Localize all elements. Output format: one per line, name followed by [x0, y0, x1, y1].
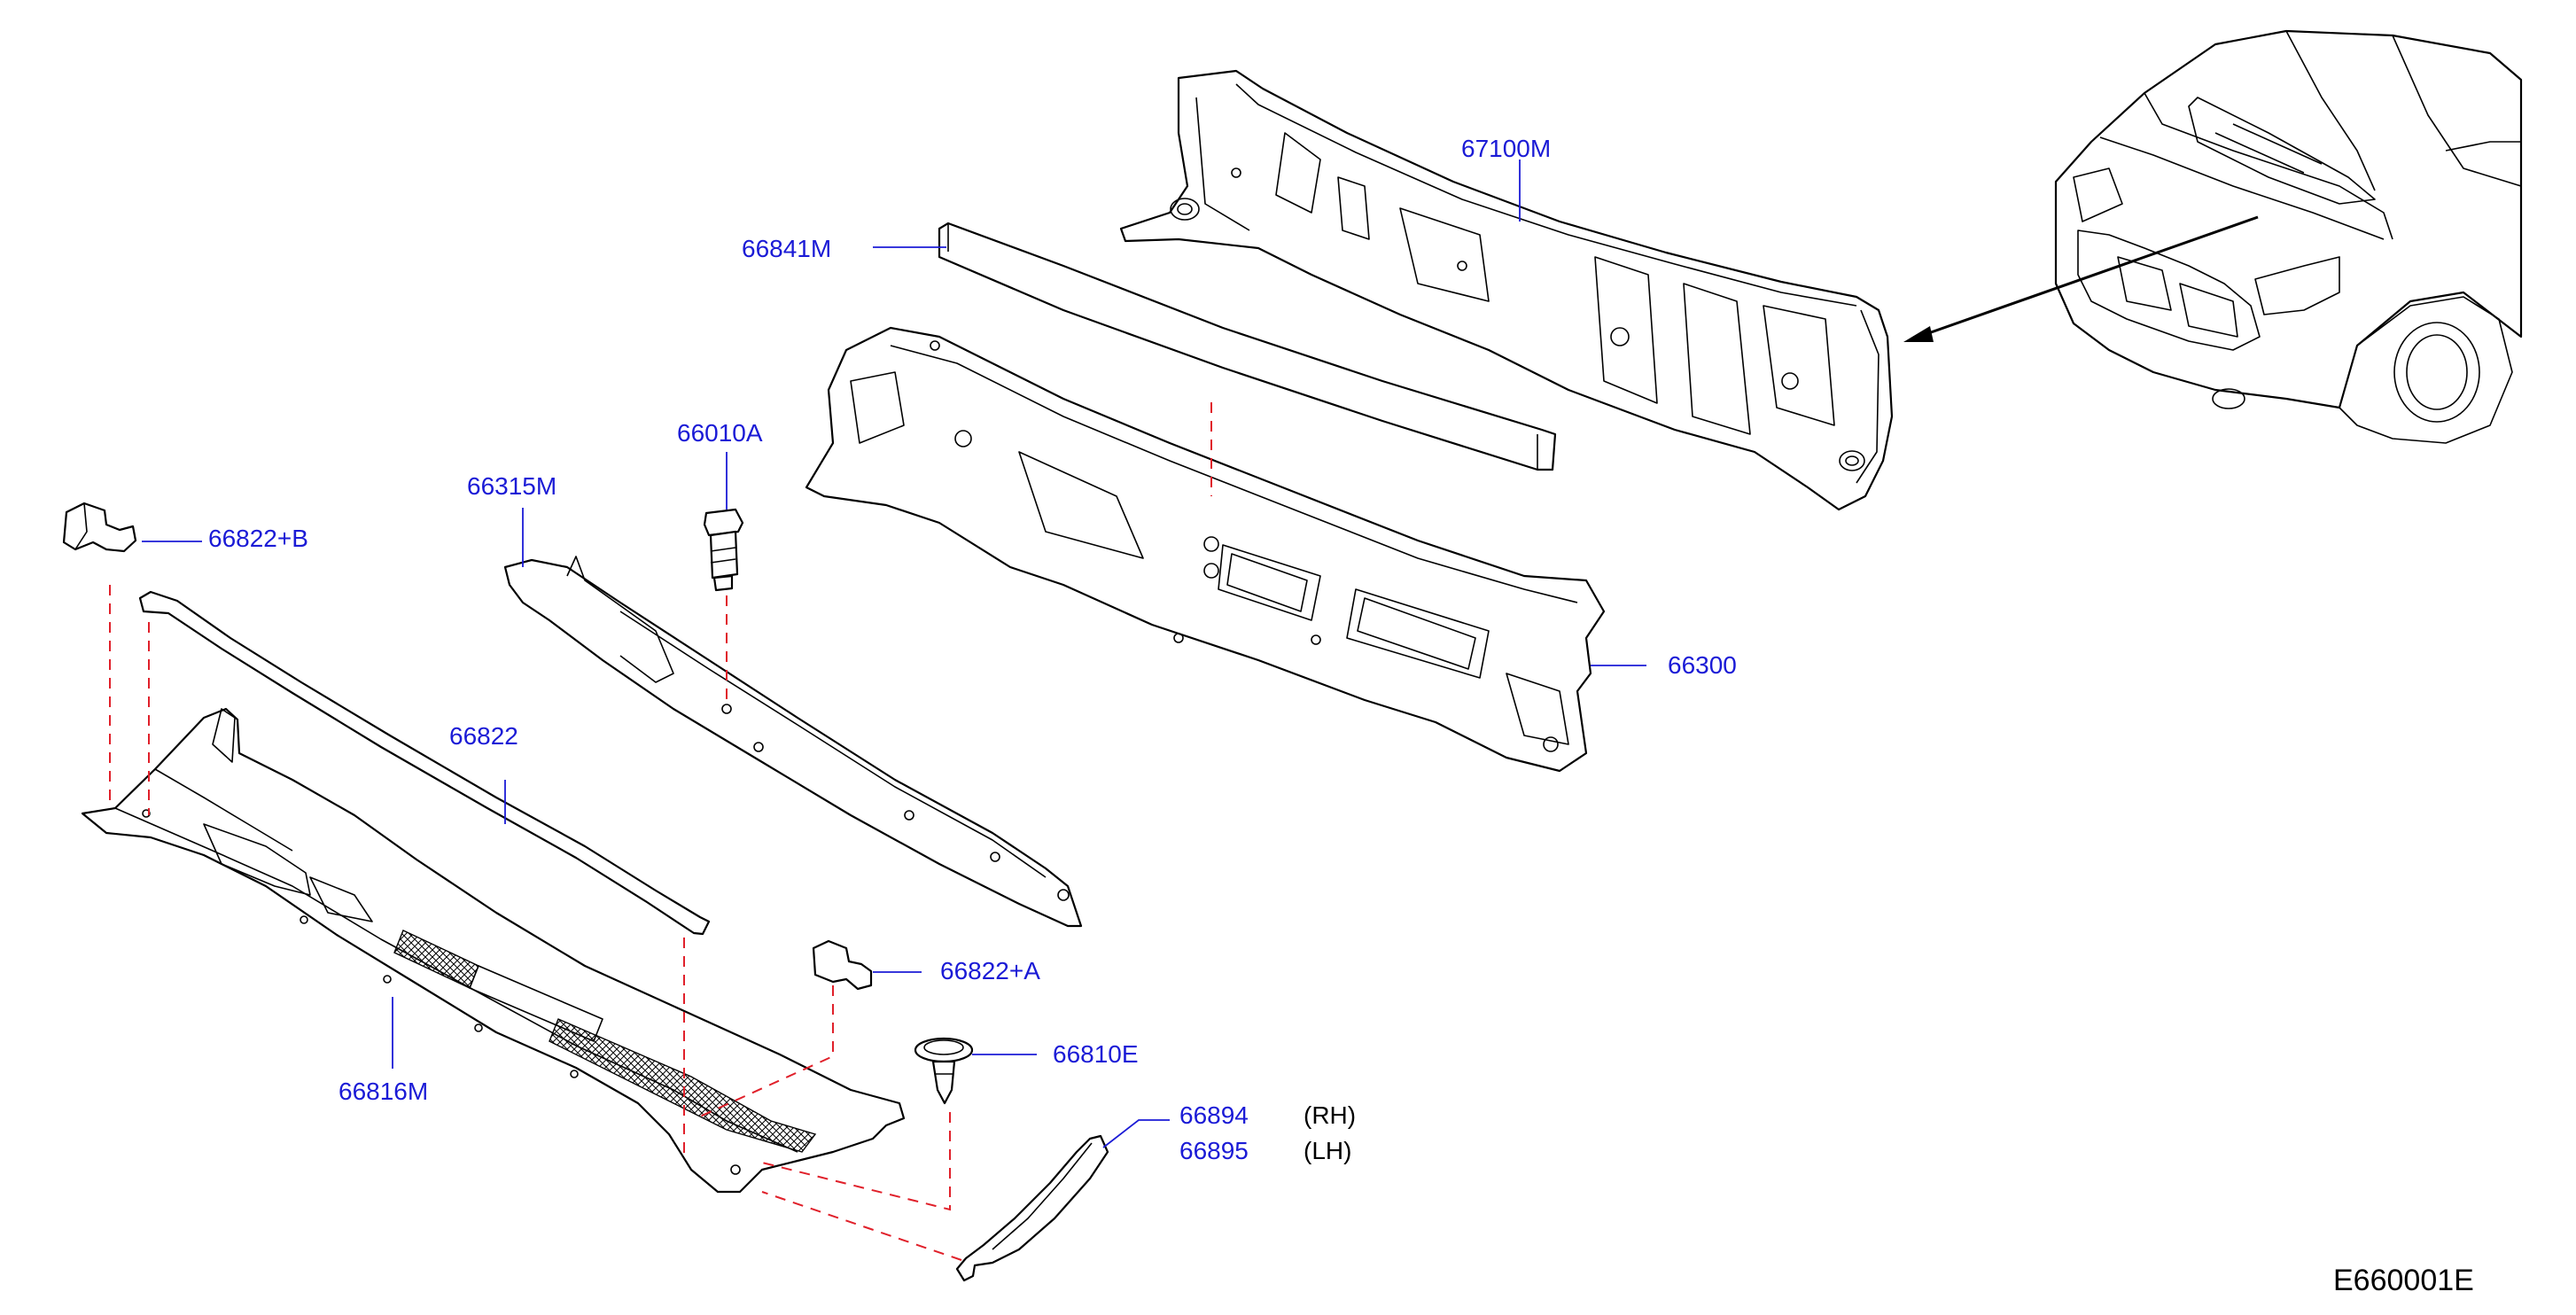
part-66010a-fastener: [703, 508, 744, 592]
part-66300-cowl-panel: [805, 326, 1606, 773]
part-66315m-rail: [503, 556, 1083, 928]
label-66315m: 66315M: [467, 472, 557, 500]
label-66841m: 66841M: [742, 235, 832, 262]
leader-lines: [142, 160, 1646, 1148]
label-66010a: 66010A: [677, 419, 763, 447]
label-66822-a: 66822+A: [940, 957, 1040, 984]
callout-arrow: [1903, 215, 2259, 342]
label-66822: 66822: [449, 722, 518, 750]
label-66895: 66895: [1179, 1137, 1249, 1164]
vehicle-thumbnail: [2054, 29, 2523, 444]
part-66816m-cowl-cover: [81, 707, 906, 1194]
note-rh: (RH): [1304, 1101, 1357, 1129]
label-66816m: 66816M: [339, 1078, 429, 1105]
part-66822-weatherstrip: [138, 590, 711, 936]
part-66894-side-cover: [955, 1134, 1109, 1282]
part-66822b-clip: [62, 502, 137, 553]
part-67100m-dash-panel: [1119, 69, 1894, 511]
diagram-code: E660001E: [2333, 1264, 2474, 1297]
part-66822a-clip: [812, 939, 873, 991]
part-66810e-push-clip: [914, 1037, 974, 1105]
part-66841m-seal: [938, 222, 1557, 471]
label-66822-b: 66822+B: [208, 525, 308, 552]
note-lh: (LH): [1304, 1137, 1352, 1164]
label-66894: 66894: [1179, 1101, 1249, 1129]
label-67100m: 67100M: [1461, 135, 1552, 162]
label-66810e: 66810E: [1053, 1040, 1139, 1068]
assembly-lines: [109, 402, 1212, 1261]
label-66300: 66300: [1668, 651, 1737, 679]
